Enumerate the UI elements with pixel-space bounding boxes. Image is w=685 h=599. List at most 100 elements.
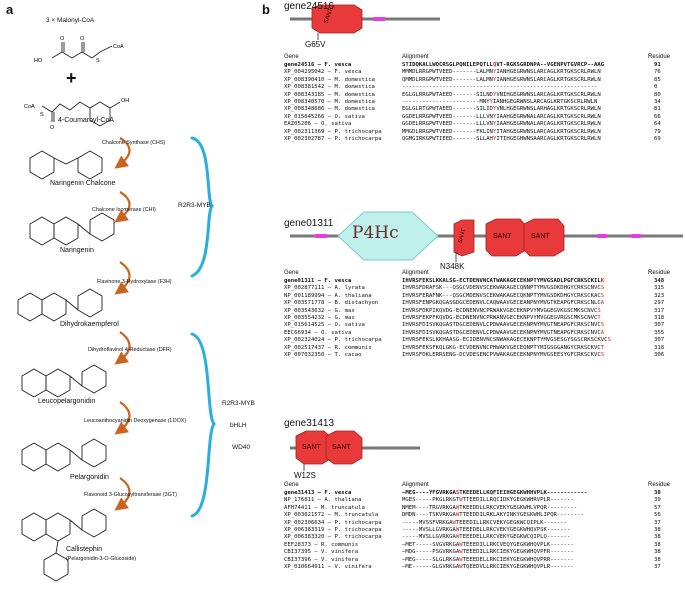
- gene-id: XP_002311369 – P. trichocarpa: [284, 128, 382, 135]
- residue-number: 38: [654, 541, 661, 548]
- gene-id: XP_003543632 – G. max: [284, 307, 355, 314]
- highlighted-residue: T: [597, 314, 601, 321]
- col-alignment-header: Alignment: [402, 270, 429, 276]
- enzyme-label: Chalcone Synthase (CHS): [102, 140, 166, 146]
- alignment-row: XP_006383320 – P. trichocarpa-----MVSLLG…: [284, 534, 679, 541]
- plus-sign: +: [66, 68, 77, 88]
- col-residue-header: Residue: [648, 54, 671, 60]
- sequence: QGMGIRKGPWTIEED-------SLLAHYITIHGEGHWNSA…: [402, 135, 601, 142]
- highlighted-residue: Y: [492, 76, 497, 83]
- gene-id: XP_008390410 – M. domestica: [284, 76, 375, 83]
- sant-domain: [311, 4, 363, 34]
- coumaroyl-coa-structure: [41, 101, 121, 127]
- gene-id: XP_003571778 – B. distachyon: [284, 300, 379, 307]
- product-label: Naringenin Chalcone: [50, 180, 116, 187]
- residue-number: 85: [654, 76, 661, 83]
- residue-number: 323: [654, 292, 665, 299]
- product-label: Leucopelargonidin: [38, 398, 96, 405]
- motif-marker: [596, 234, 608, 238]
- residue-number: 307: [654, 322, 665, 329]
- mutation-label: N348K: [440, 262, 465, 271]
- residue-number: 38: [654, 526, 661, 533]
- svg-text:O: O: [80, 36, 85, 42]
- sequence: DMDN----TSKVRKGAWTTEEDDILRKLAKYINKYGEGKW…: [402, 512, 584, 519]
- bracket-myb: [190, 136, 215, 278]
- highlighted-residue: W: [455, 526, 460, 533]
- gene-id: gene01311 – F. vesca: [284, 278, 352, 284]
- mutation-label: G65V: [305, 40, 326, 49]
- col-gene-header: Gene: [284, 54, 299, 60]
- highlighted-residue: Y: [492, 113, 497, 120]
- residue-number: 79: [654, 128, 661, 135]
- leucopelargonidin-structure: [21, 364, 107, 398]
- product-label: Dihydrokaempferol: [60, 321, 119, 328]
- sant-label: SANT: [493, 233, 512, 240]
- product-label: Naringenin: [60, 247, 94, 254]
- residue-number: 37: [654, 519, 661, 526]
- gene-id: XP_015645266 – O. sativa: [284, 113, 365, 120]
- gene-id: XP_002324024 – P. trichocarpa: [284, 337, 382, 344]
- gene-id: XP_008343185 – M. domestica: [284, 91, 375, 98]
- enzyme-label: Chalcone Isomerase (CHI): [92, 207, 156, 213]
- sequence: IHVRSFEKSLKKALSG-ECTDENVNCATWAKAGECEKNPT…: [402, 278, 605, 284]
- dihydrokaempferol-structure: [17, 288, 103, 322]
- residue-number: 315: [654, 285, 665, 292]
- residue-number: 66: [654, 113, 661, 120]
- panel-b-letter: b: [262, 2, 270, 17]
- p4hc-label: P4Hc: [352, 223, 399, 243]
- highlighted-residue: W: [459, 549, 463, 556]
- gene-id: gene31413 – F. vesca: [284, 490, 352, 496]
- sequence: GGDELRRGPWTVEED-------LLLVNYIAAHGEGRWNAL…: [402, 113, 601, 120]
- callistephin-sublabel: (Pelargonidin-3-O-Glucoside): [66, 556, 137, 562]
- sequence: MGES-----PKGLRKGTWTTEEDILLRQCIDKYGEGKWHR…: [402, 497, 574, 504]
- gene-title: gene31413: [284, 418, 335, 429]
- highlighted-residue: A: [600, 300, 605, 307]
- sequence: –MEG-----SLGLRKGAWTEEEDELLRKCIEKYGEGKWHQ…: [402, 556, 574, 563]
- residue-number: 37: [654, 563, 661, 570]
- residue-number: 81: [654, 106, 661, 113]
- residue-number: 39: [654, 497, 661, 504]
- residue-number: 38: [654, 534, 661, 541]
- arrow-ldox: [114, 401, 131, 435]
- svg-text:CoA: CoA: [24, 104, 35, 110]
- bracket-label-bhlh: bHLH: [230, 422, 247, 429]
- highlighted-residue: Y: [489, 98, 493, 105]
- alignment-row: XP_008381542 – M. domestica-------------…: [284, 84, 679, 91]
- arrow-dfr: [114, 331, 131, 365]
- sant-label: SANT: [302, 444, 321, 451]
- gene-id: XP_008381542 – M. domestica: [284, 84, 375, 91]
- residue-number: 56: [654, 512, 661, 519]
- gene-id: EEC66934 – O. sativa: [284, 329, 352, 336]
- highlighted-residue: T: [600, 344, 605, 351]
- gene-id: XP_006383320 – P. trichocarpa: [284, 534, 382, 541]
- col-gene-header: Gene: [284, 270, 299, 276]
- sant-domain: [453, 219, 475, 257]
- sequence: IHVRSFDISVKQGASTDGCEDENVLCPDWAAVGECEKNPN…: [402, 329, 605, 336]
- alignment-row: gene31413 – F. vesca–MEG----YFGVRKGASTKE…: [284, 490, 679, 497]
- residue-number: 38: [654, 549, 661, 556]
- product-label: Pelargonidin: [70, 474, 109, 481]
- alignment-row: XP_010664911 – V. vinifera–ME------GLGVR…: [284, 564, 679, 571]
- sequence: IHVRSFDKLERRSENG-DCVDESENCPVWAKAGECEKNPN…: [402, 351, 605, 358]
- sequence: NMEM----TRGVRKGAWTKEEDDLLRKCVEKYGEGKWHLV…: [402, 504, 578, 511]
- enzyme-label: Dihydroflavinol 4-Reductase (DFR): [88, 347, 172, 353]
- enzyme-label: Flavinone 3-Hydroxylase (F3H): [97, 279, 172, 285]
- svg-text:CoA: CoA: [113, 44, 124, 50]
- enzyme-label: Flavonoid 3-Glucosyltransferase (3GT): [84, 492, 177, 498]
- arrow-chs: [114, 137, 131, 169]
- col-alignment-header: Alignment: [402, 482, 429, 488]
- gene-id: AFH74411 – M. truncatula: [284, 504, 365, 511]
- coumaroyl-coa-label: 4-Coumaroyl-CoA: [58, 117, 115, 124]
- sequence: STIDQKALLWQCRSGLPQNILEPQTLLQVT-RGKSGRDNP…: [402, 62, 605, 68]
- highlighted-residue: Y: [492, 91, 497, 98]
- alignment-row: EEC66934 – O. sativa IHVRSFDISVKQGASTDGCE…: [284, 330, 679, 337]
